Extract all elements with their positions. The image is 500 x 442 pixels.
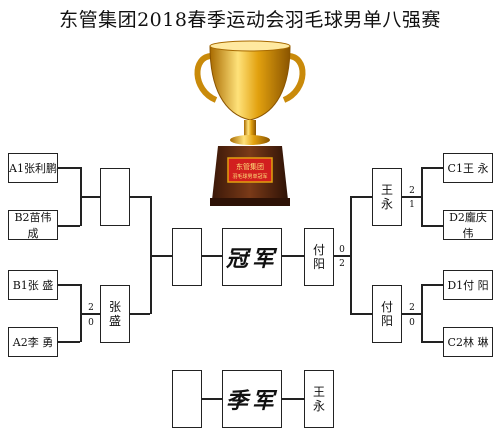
player-name: A2李 勇: [12, 336, 54, 349]
player-box-a2: A2李 勇: [8, 327, 58, 357]
connector: [350, 196, 372, 198]
final-box-left: [172, 228, 202, 286]
trophy-plaque-line2: 羽毛球男单冠军: [232, 173, 267, 180]
connector: [421, 167, 443, 169]
connector: [58, 284, 80, 286]
player-box-a1: A1张利鹏: [8, 153, 58, 183]
player-box-d2: D2龐庆伟: [443, 210, 493, 240]
connector: [282, 255, 304, 257]
player-name: D1付 阳: [447, 279, 489, 292]
connector: [202, 255, 222, 257]
player-name: B2苗伟成: [14, 211, 52, 240]
connector: [80, 313, 100, 315]
page-title: 东管集团2018春季运动会羽毛球男单八强赛: [59, 9, 441, 31]
connector: [80, 196, 100, 198]
player-name: D2龐庆伟: [449, 211, 487, 240]
connector: [402, 313, 422, 315]
final-score-top: 0: [339, 245, 345, 255]
third-place-name: 王永: [313, 385, 326, 413]
connector: [334, 255, 350, 257]
connector: [421, 284, 443, 286]
connector: [58, 167, 80, 169]
finalist-name: 付阳: [313, 243, 326, 271]
semi-winner-name: 王永: [381, 183, 394, 211]
connector: [402, 196, 422, 198]
player-box-b1: B1张 盛: [8, 270, 58, 300]
player-box-c1: C1王 永: [443, 153, 493, 183]
connector: [282, 398, 304, 400]
champion-box: 冠军: [222, 228, 282, 286]
connector: [350, 313, 372, 315]
third-place-box: 季军: [222, 370, 282, 428]
third-place-box-right: 王永: [304, 370, 334, 428]
score-d2: 1: [409, 200, 415, 210]
score-d1: 2: [409, 303, 415, 313]
score-c2: 0: [409, 318, 415, 328]
trophy-icon: 东管集团 羽毛球男单冠军: [194, 40, 306, 206]
player-name: A1张利鹏: [9, 162, 57, 175]
connector: [58, 225, 80, 227]
score-a2: 0: [88, 318, 94, 328]
player-box-b2: B2苗伟成: [8, 210, 58, 240]
semi-winner-name: 张盛: [109, 300, 122, 328]
player-box-d1: D1付 阳: [443, 270, 493, 300]
player-name: B1张 盛: [12, 279, 54, 292]
semi-box-left-top: [100, 168, 130, 226]
champion-label: 冠军: [225, 246, 278, 272]
connector: [421, 341, 443, 343]
connector: [421, 225, 443, 227]
player-box-c2: C2林 琳: [443, 327, 493, 357]
connector: [58, 341, 80, 343]
connector: [421, 284, 423, 342]
final-score-bottom: 2: [339, 259, 345, 269]
connector: [421, 167, 423, 226]
connector: [350, 196, 352, 314]
semi-box-right-top: 王永: [372, 168, 402, 226]
player-name: C2林 琳: [447, 336, 489, 349]
semi-box-right-bottom: 付阳: [372, 285, 402, 343]
third-place-box-left: [172, 370, 202, 428]
connector: [202, 398, 222, 400]
score-c1: 2: [409, 186, 415, 196]
trophy-plaque-line1: 东管集团: [236, 162, 264, 171]
final-box-right: 付阳: [304, 228, 334, 286]
connector: [150, 255, 172, 257]
third-place-label: 季军: [225, 388, 278, 414]
score-b1: 2: [88, 303, 94, 313]
connector: [130, 196, 150, 198]
semi-winner-name: 付阳: [381, 300, 394, 328]
semi-box-left-bottom: 张盛: [100, 285, 130, 343]
connector: [130, 313, 150, 315]
player-name: C1王 永: [447, 162, 489, 175]
